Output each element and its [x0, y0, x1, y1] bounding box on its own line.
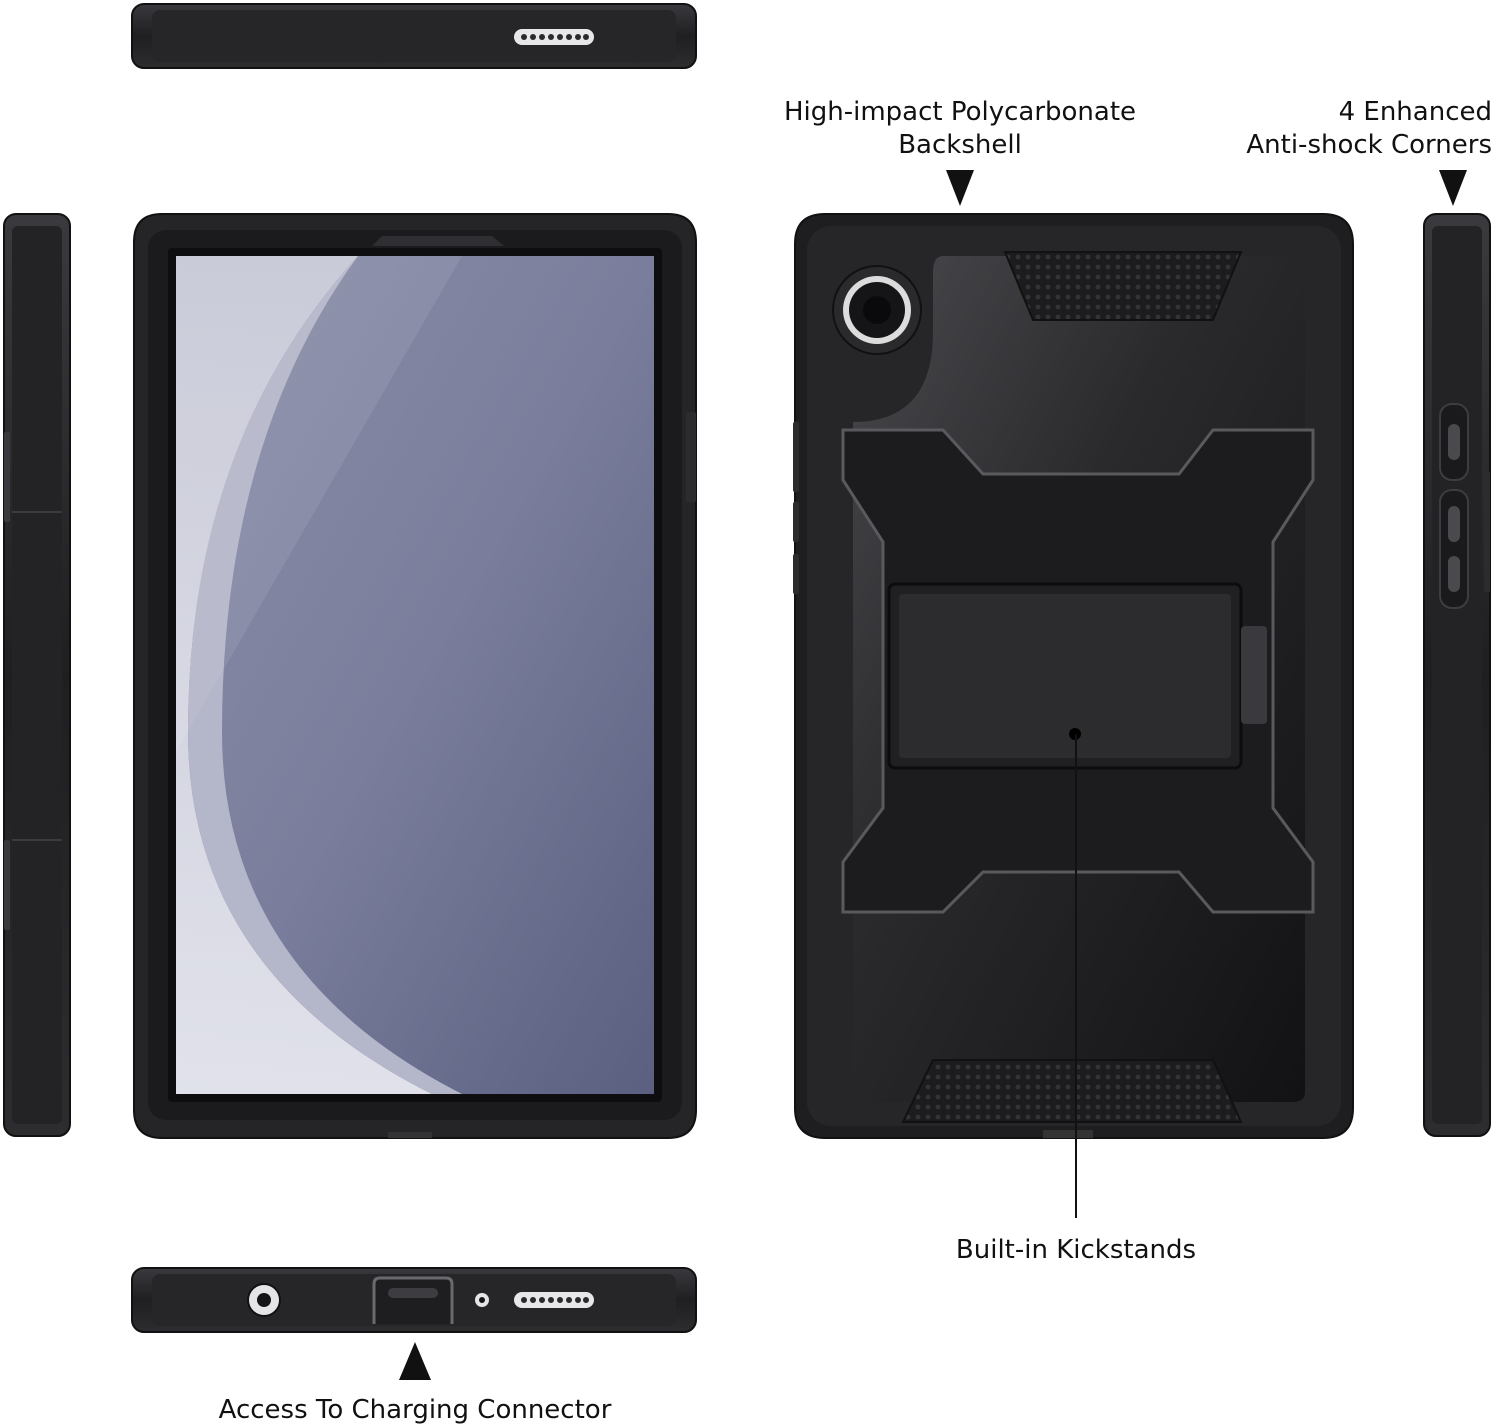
kickstand-label: Built-in Kickstands	[900, 1234, 1252, 1267]
kickstand-label-text: Built-in Kickstands	[955, 1235, 1197, 1265]
left-side-view	[3, 213, 71, 1137]
corners-label-line2: Anti-shock Corners	[1246, 130, 1492, 160]
back-view	[793, 213, 1354, 1139]
right-side-view	[1423, 213, 1491, 1137]
corners-label: 4 Enhanced Anti-shock Corners	[1232, 96, 1492, 162]
backshell-label-line1: High-impact Polycarbonate	[783, 97, 1137, 127]
down-arrow-icon	[1439, 170, 1467, 206]
speaker-grille-icon	[514, 1292, 594, 1308]
backshell-label-line2: Backshell	[898, 130, 1022, 160]
top-edge-view	[131, 3, 697, 69]
usb-port-icon	[372, 1276, 454, 1324]
camera-lens-icon	[832, 265, 922, 355]
backshell-label: High-impact Polycarbonate Backshell	[760, 96, 1160, 162]
bottom-edge-view	[131, 1267, 697, 1333]
speaker-grille-icon	[514, 29, 594, 45]
front-view	[133, 213, 697, 1139]
charging-label-text: Access To Charging Connector	[218, 1395, 612, 1425]
down-arrow-icon	[946, 170, 974, 206]
camera-lens-icon	[247, 1283, 281, 1317]
charging-label: Access To Charging Connector	[160, 1394, 670, 1427]
up-arrow-icon	[399, 1342, 431, 1380]
kickstand-callout-line	[1075, 734, 1077, 1218]
corners-label-line1: 4 Enhanced	[1338, 97, 1492, 127]
